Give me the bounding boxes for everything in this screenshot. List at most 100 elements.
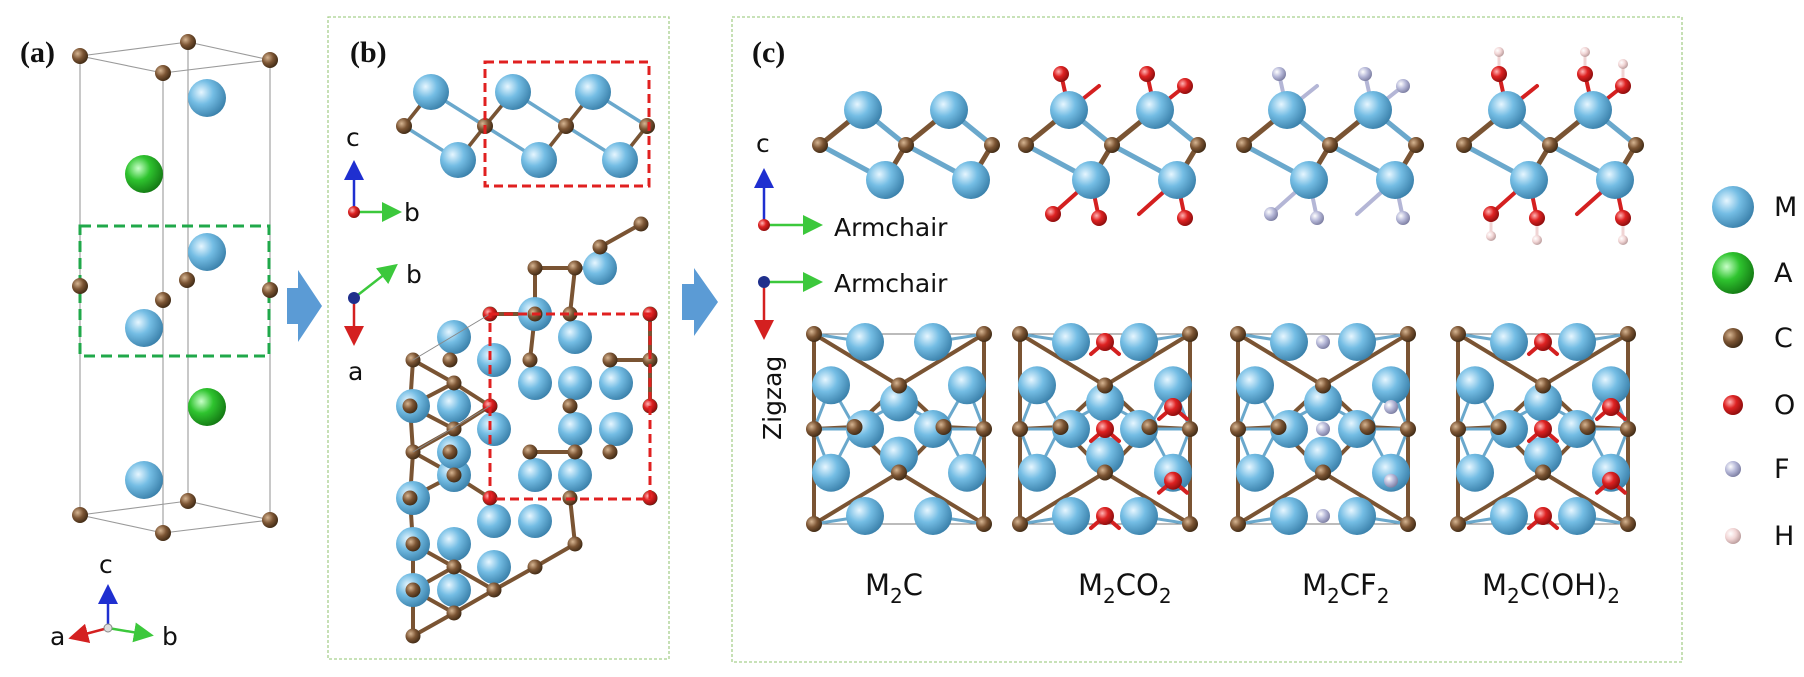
panel-b-m-atom [599, 412, 633, 446]
top-c-atom [806, 326, 822, 342]
top-m-atom [1490, 323, 1528, 361]
panel-b-c-atom [446, 559, 462, 575]
legend-label-c: C [1774, 323, 1793, 354]
arrow-a-to-b [287, 270, 322, 342]
side-h-atom [1618, 59, 1628, 69]
panel-b-top-atoms [396, 216, 658, 644]
side-c-atom [984, 137, 1000, 153]
top-m-atom [1558, 497, 1596, 535]
side-term-atom [1264, 207, 1278, 221]
top-c-atom [1230, 516, 1246, 532]
panel-c-structures [806, 47, 1644, 535]
panel-c-axis-armchair-side: Armchair [834, 213, 948, 242]
top-c-atom [891, 377, 907, 394]
top-term-atom [1534, 507, 1552, 525]
side-c-atom [1190, 137, 1206, 153]
top-m-atom [914, 497, 952, 535]
top-m-atom [1338, 497, 1376, 535]
side-c-atom [1542, 137, 1558, 153]
side-c-atom [812, 137, 828, 153]
panel-c-top-axes: Armchair Zigzag [754, 269, 948, 440]
top-m-atom [1018, 366, 1056, 405]
structure-group [1230, 67, 1424, 535]
top-m-atom [1304, 436, 1342, 475]
panel-b-c-atom [446, 375, 462, 391]
top-term-atom [1602, 471, 1620, 490]
top-c-atom [1097, 464, 1113, 481]
side-c-atom [1236, 137, 1252, 153]
panel-b-top-cell-edge [412, 313, 491, 361]
top-c-atom [1400, 326, 1416, 342]
side-m-atom [1136, 91, 1174, 129]
side-term-atom [1491, 66, 1507, 82]
legend-label-a: A [1774, 258, 1793, 289]
side-m-atom [1050, 91, 1088, 129]
top-term-atom [1096, 507, 1114, 525]
top-c-atom [935, 419, 952, 435]
top-m-atom [880, 383, 918, 422]
side-term-atom [1177, 210, 1193, 226]
side-term-atom [1091, 210, 1107, 226]
legend-swatch-m [1712, 186, 1754, 228]
top-c-atom [1270, 419, 1287, 435]
side-term-atom [1483, 206, 1499, 222]
panel-b-c-atom [402, 398, 418, 414]
side-term-atom [1396, 79, 1410, 93]
top-m-atom [1372, 453, 1410, 492]
top-c-atom [846, 419, 863, 435]
top-c-atom [1359, 419, 1376, 435]
top-m-atom [1524, 436, 1562, 475]
panel-b-m-atom [477, 343, 511, 377]
top-c-atom [1450, 421, 1466, 437]
top-c-atom [806, 421, 822, 437]
top-m-atom [1456, 453, 1494, 492]
structure-group [1012, 66, 1206, 535]
panel-a-axes: c a b [50, 550, 178, 651]
top-term-atom [1096, 420, 1114, 438]
side-m-atom [1268, 91, 1306, 129]
top-m-atom [1052, 497, 1090, 535]
top-c-atom [1535, 464, 1551, 481]
top-c-atom [1620, 326, 1636, 342]
side-m-atom [1596, 161, 1634, 199]
panel-b-m-atom [518, 366, 552, 400]
side-m-atom [1158, 161, 1196, 199]
panel-b-m-atom [518, 458, 552, 492]
formula-m2coh2: M2C(OH)2 [1482, 568, 1620, 608]
legend-swatch-h [1725, 528, 1741, 544]
top-c-atom [1141, 419, 1158, 435]
panel-b-m-atom [583, 251, 617, 285]
top-c-atom [1450, 516, 1466, 532]
panel-b-m-atom [477, 412, 511, 446]
side-h-atom [1494, 47, 1504, 57]
side-c-atom [1456, 137, 1472, 153]
side-m-atom [1488, 91, 1526, 129]
panel-b-c-atom [602, 444, 618, 460]
formula-m2c: M2C [865, 568, 923, 608]
panel-b-c-atom [442, 352, 458, 368]
top-m-atom [1372, 366, 1410, 405]
side-term-atom [1577, 66, 1593, 82]
side-m-atom [866, 161, 904, 199]
top-m-atom [1120, 497, 1158, 535]
top-m-atom [1270, 497, 1308, 535]
panel-b-c-atom [522, 352, 538, 368]
panel-b-m-atom [437, 320, 471, 354]
side-term-atom [1272, 67, 1286, 81]
top-c-atom [1230, 421, 1246, 437]
panel-b-m-atom [558, 366, 592, 400]
top-c-atom [1579, 419, 1596, 435]
top-m-atom [1304, 383, 1342, 422]
panel-b-top-cell-box [488, 312, 652, 501]
top-m-atom [1154, 366, 1192, 405]
top-m-atom [1456, 366, 1494, 405]
panel-b-border [327, 16, 670, 660]
panel-b-m-atom [477, 504, 511, 538]
side-h-atom [1532, 235, 1542, 245]
side-c-atom [1018, 137, 1034, 153]
top-c-atom [1012, 516, 1028, 532]
top-c-atom [1620, 421, 1636, 437]
top-m-atom [1236, 366, 1274, 405]
panel-b-axis-b: b [404, 198, 420, 227]
